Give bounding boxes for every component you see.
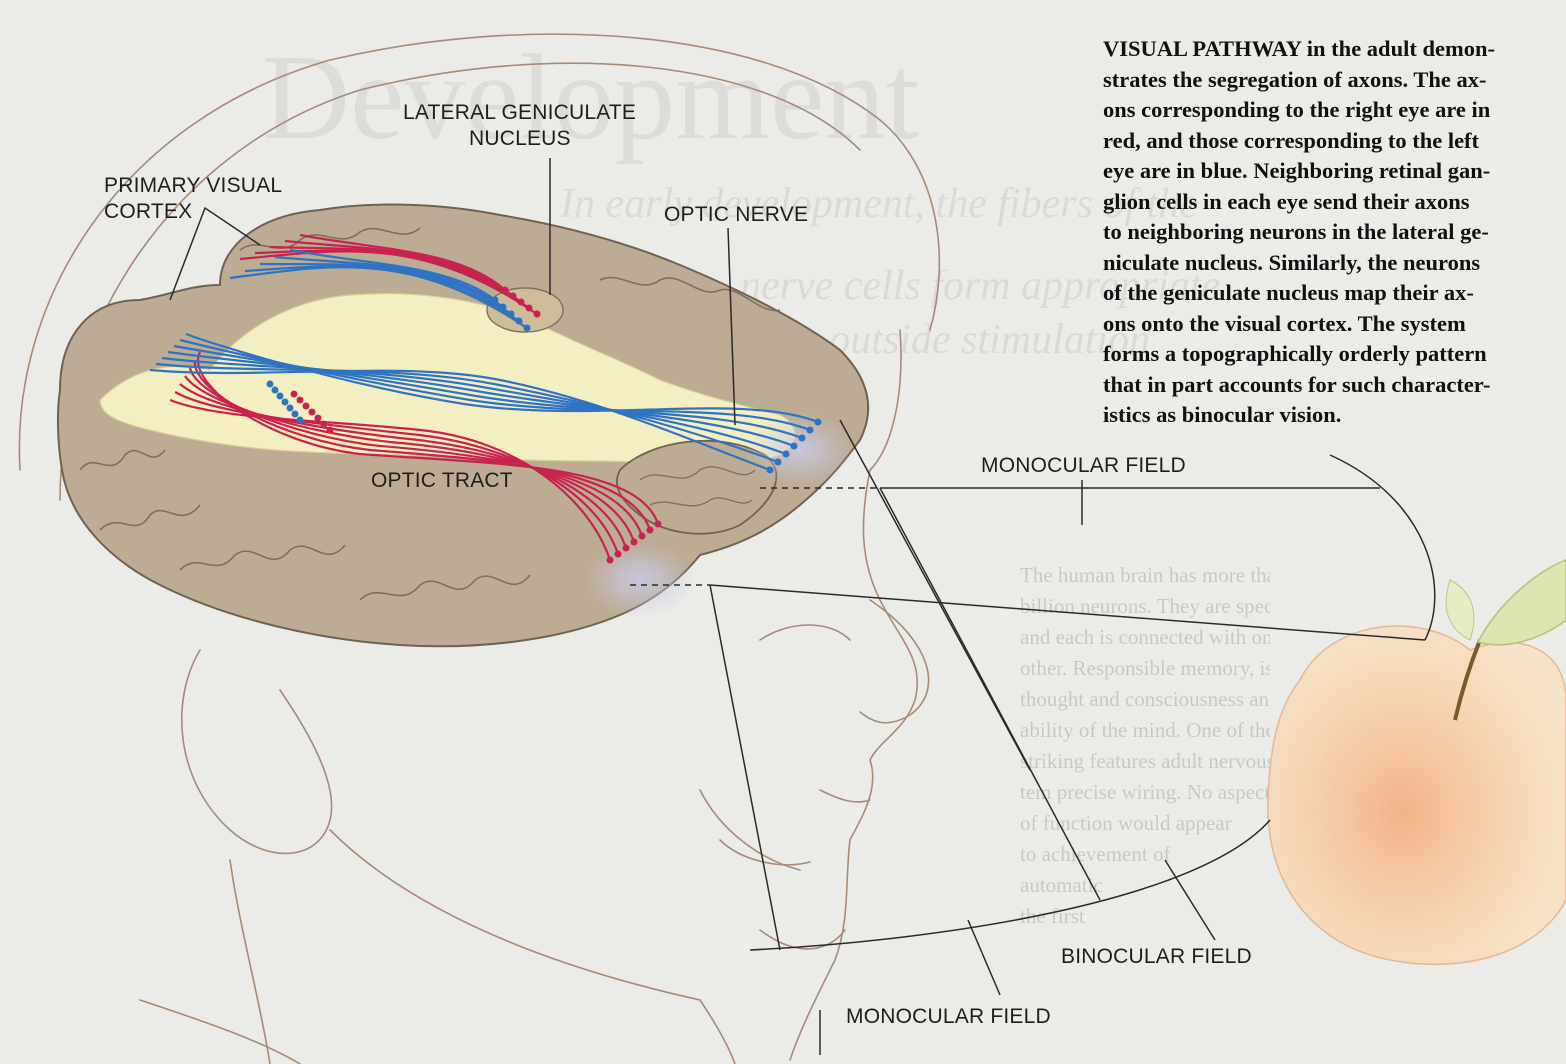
blue-axon-terminal [775, 459, 782, 466]
blue-axon-terminal [799, 435, 806, 442]
right-eye-glow [585, 542, 695, 618]
red-axon-terminal [639, 533, 646, 540]
label-primary-visual-line2: CORTEX [104, 199, 192, 225]
apple-leaf-2 [1446, 580, 1474, 640]
blue-axon-terminal [524, 325, 531, 332]
blue-axon-terminal [292, 411, 299, 418]
caption-line: istics as binocular vision. [1103, 400, 1566, 431]
caption-line: red, and those corresponding to the left [1103, 126, 1566, 157]
blue-axon-terminal [277, 393, 284, 400]
caption-line: ons corresponding to the right eye are i… [1103, 95, 1566, 126]
caption-line: to neighboring neurons in the lateral ge… [1103, 217, 1566, 248]
blue-axon-terminal [815, 419, 822, 426]
field-line [880, 488, 1100, 900]
lip-shade [720, 840, 810, 865]
mouth [820, 790, 870, 802]
caption-line: niculate nucleus. Similarly, the neurons [1103, 248, 1566, 279]
blue-axon-terminal [767, 467, 774, 474]
field-arc-bottom [750, 820, 1270, 950]
caption-line: glion cells in each eye send their axons [1103, 187, 1566, 218]
field-line [710, 585, 780, 950]
red-axon-terminal [309, 409, 316, 416]
collar [140, 1000, 300, 1064]
blue-axon-terminal [267, 381, 274, 388]
label-optic-tract: OPTIC TRACT [371, 468, 513, 494]
red-axon-terminal [303, 403, 310, 410]
ear [182, 650, 332, 853]
left-eye-glow [745, 412, 855, 488]
caption-line: of the geniculate nucleus map their ax- [1103, 278, 1566, 309]
blue-axon-terminal [282, 399, 289, 406]
field-line [710, 585, 1425, 640]
eye-lid [760, 625, 850, 640]
blue-axon-terminal [297, 417, 304, 424]
red-axon-terminal [291, 391, 298, 398]
apple-leaf [1478, 560, 1566, 645]
apple-body [1268, 626, 1566, 964]
red-axon-terminal [607, 557, 614, 564]
red-axon-terminal [534, 311, 541, 318]
label-lateral-geniculate-line1: LATERAL GENICULATE [403, 100, 636, 126]
red-axon-terminal [315, 415, 322, 422]
figure-caption: VISUAL PATHWAY in the adult demon- strat… [1103, 34, 1566, 431]
blue-axon-terminal [807, 427, 814, 434]
label-lateral-geniculate-line2: NUCLEUS [469, 126, 571, 152]
label-optic-nerve: OPTIC NERVE [664, 202, 808, 228]
label-binocular-field: BINOCULAR FIELD [1061, 944, 1252, 970]
caption-line: VISUAL PATHWAY in the adult demon- [1103, 34, 1566, 65]
jawline [330, 830, 700, 1000]
neck-front [700, 1000, 735, 1064]
caption-line: ons onto the visual cortex. The system [1103, 309, 1566, 340]
label-monocular-field-top: MONOCULAR FIELD [981, 453, 1186, 479]
red-axon-terminal [615, 551, 622, 558]
red-axon-terminal [647, 527, 654, 534]
red-axon-terminal [297, 397, 304, 404]
blue-axon-terminal [272, 387, 279, 394]
apple [1268, 560, 1566, 964]
red-axon-terminal [623, 545, 630, 552]
caption-line: forms a topographically orderly pattern [1103, 339, 1566, 370]
caption-line: eye are in blue. Neighboring retinal gan… [1103, 156, 1566, 187]
label-monocular-field-bottom: MONOCULAR FIELD [846, 1004, 1051, 1030]
nose [860, 600, 929, 723]
caption-line: strates the segregation of axons. The ax… [1103, 65, 1566, 96]
blue-axon-terminal [791, 443, 798, 450]
red-axon-terminal [631, 539, 638, 546]
red-axon-terminal [655, 521, 662, 528]
field-arc-top [1330, 455, 1435, 640]
label-primary-visual-line1: PRIMARY VISUAL [104, 173, 282, 199]
blue-axon-terminal [287, 405, 294, 412]
label-leader-monocular-bottom [968, 920, 1000, 995]
caption-line: that in part accounts for such character… [1103, 370, 1566, 401]
blue-axon-terminal [783, 451, 790, 458]
